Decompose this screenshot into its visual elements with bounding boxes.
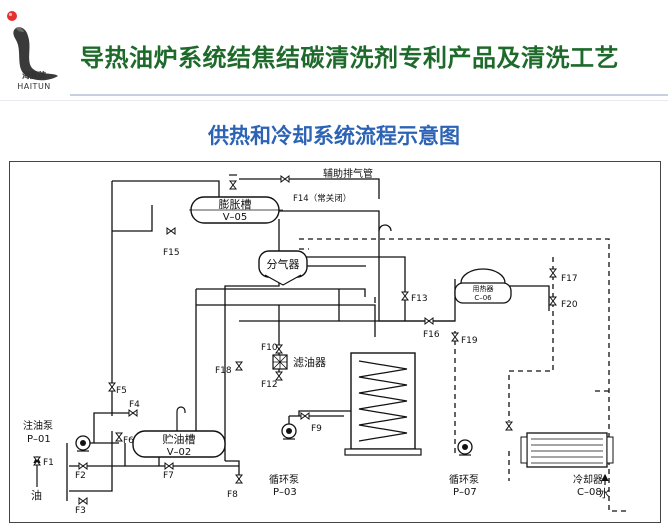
- valve-label-f13: F13: [411, 294, 428, 304]
- page-header: 海豚牌 HAITUN 导热油炉系统结焦结碳清洗剂专利产品及清洗工艺: [0, 0, 668, 103]
- valve-label-f4: F4: [129, 400, 140, 410]
- valve-label-f2: F2: [75, 471, 86, 481]
- f14-note: F14（常关闭）: [293, 193, 351, 204]
- valve-label-f7: F7: [163, 471, 174, 481]
- circulation-pump-p07: [457, 439, 473, 456]
- storage-tank: [132, 406, 226, 458]
- cooler: [520, 432, 614, 468]
- expansion-tank: [189, 196, 283, 224]
- dashed-pipes: [299, 238, 629, 512]
- pump-p07-code: P–07: [453, 487, 477, 498]
- filter-label: 滤油器: [293, 355, 326, 369]
- valve-label-f8: F8: [227, 490, 238, 500]
- valve-label-f12: F12: [261, 380, 278, 390]
- oil-filter: [272, 354, 288, 370]
- storage-tank-code: V–02: [167, 447, 192, 458]
- valve-label-f9: F9: [311, 424, 322, 434]
- circulation-pump-p03: [281, 423, 297, 440]
- pump-p07-name: 循环泵: [449, 473, 479, 486]
- expansion-tank-name: 膨胀槽: [219, 197, 252, 211]
- valve-label-f5: F5: [116, 386, 127, 396]
- gas-separator: [258, 250, 308, 286]
- valve-label-f19: F19: [461, 336, 478, 346]
- consumer-name: 用热器: [473, 284, 494, 293]
- water-label: 水: [599, 487, 610, 500]
- cooler-name: 冷却器: [573, 473, 603, 486]
- injection-pump: [75, 435, 91, 452]
- consumer-code: C–06: [474, 294, 492, 302]
- separator-label: 分气器: [267, 257, 300, 271]
- header-divider: [70, 94, 668, 96]
- logo-text: 海豚牌: [22, 70, 46, 80]
- valve-label-f1: F1: [43, 458, 54, 468]
- page-title: 导热油炉系统结焦结碳清洗剂专利产品及清洗工艺: [80, 43, 619, 72]
- expansion-tank-code: V–05: [223, 212, 248, 223]
- valve-label-f15: F15: [163, 248, 180, 258]
- cooler-code: C–08: [577, 487, 602, 498]
- injection-pump-code: P–01: [27, 434, 51, 445]
- valve-label-f6: F6: [123, 436, 134, 446]
- valve-label-f10: F10: [261, 343, 278, 353]
- valve-f14: [280, 175, 290, 183]
- heater-coil: [344, 352, 422, 456]
- pump-p03-name: 循环泵: [269, 473, 299, 486]
- header-divider-light: [0, 100, 668, 101]
- valve-label-f20: F20: [561, 300, 578, 310]
- valve-label-f17: F17: [561, 274, 578, 284]
- valve-label-f16: F16: [423, 330, 440, 340]
- logo-subtext: HAITUN: [17, 82, 51, 91]
- storage-tank-name: 贮油槽: [163, 432, 196, 446]
- oil-label: 油: [31, 488, 42, 502]
- flow-diagram: 膨胀槽 V–05 辅助排气管 F14（常关闭） 分气器 滤油器 贮油槽 V–02…: [23, 167, 629, 516]
- vent-valve: [229, 174, 237, 190]
- heat-consumer: [454, 268, 512, 304]
- seal-logo-icon: [7, 11, 59, 81]
- injection-pump-name: 注油泵: [23, 419, 53, 432]
- aux-vent-label: 辅助排气管: [323, 167, 373, 180]
- solid-pipes: [66, 178, 550, 501]
- pump-p03-code: P–03: [273, 487, 297, 498]
- valve-label-f3: F3: [75, 506, 86, 516]
- valve-label-f18: F18: [215, 366, 232, 376]
- diagram-title: 供热和冷却系统流程示意图: [208, 123, 460, 148]
